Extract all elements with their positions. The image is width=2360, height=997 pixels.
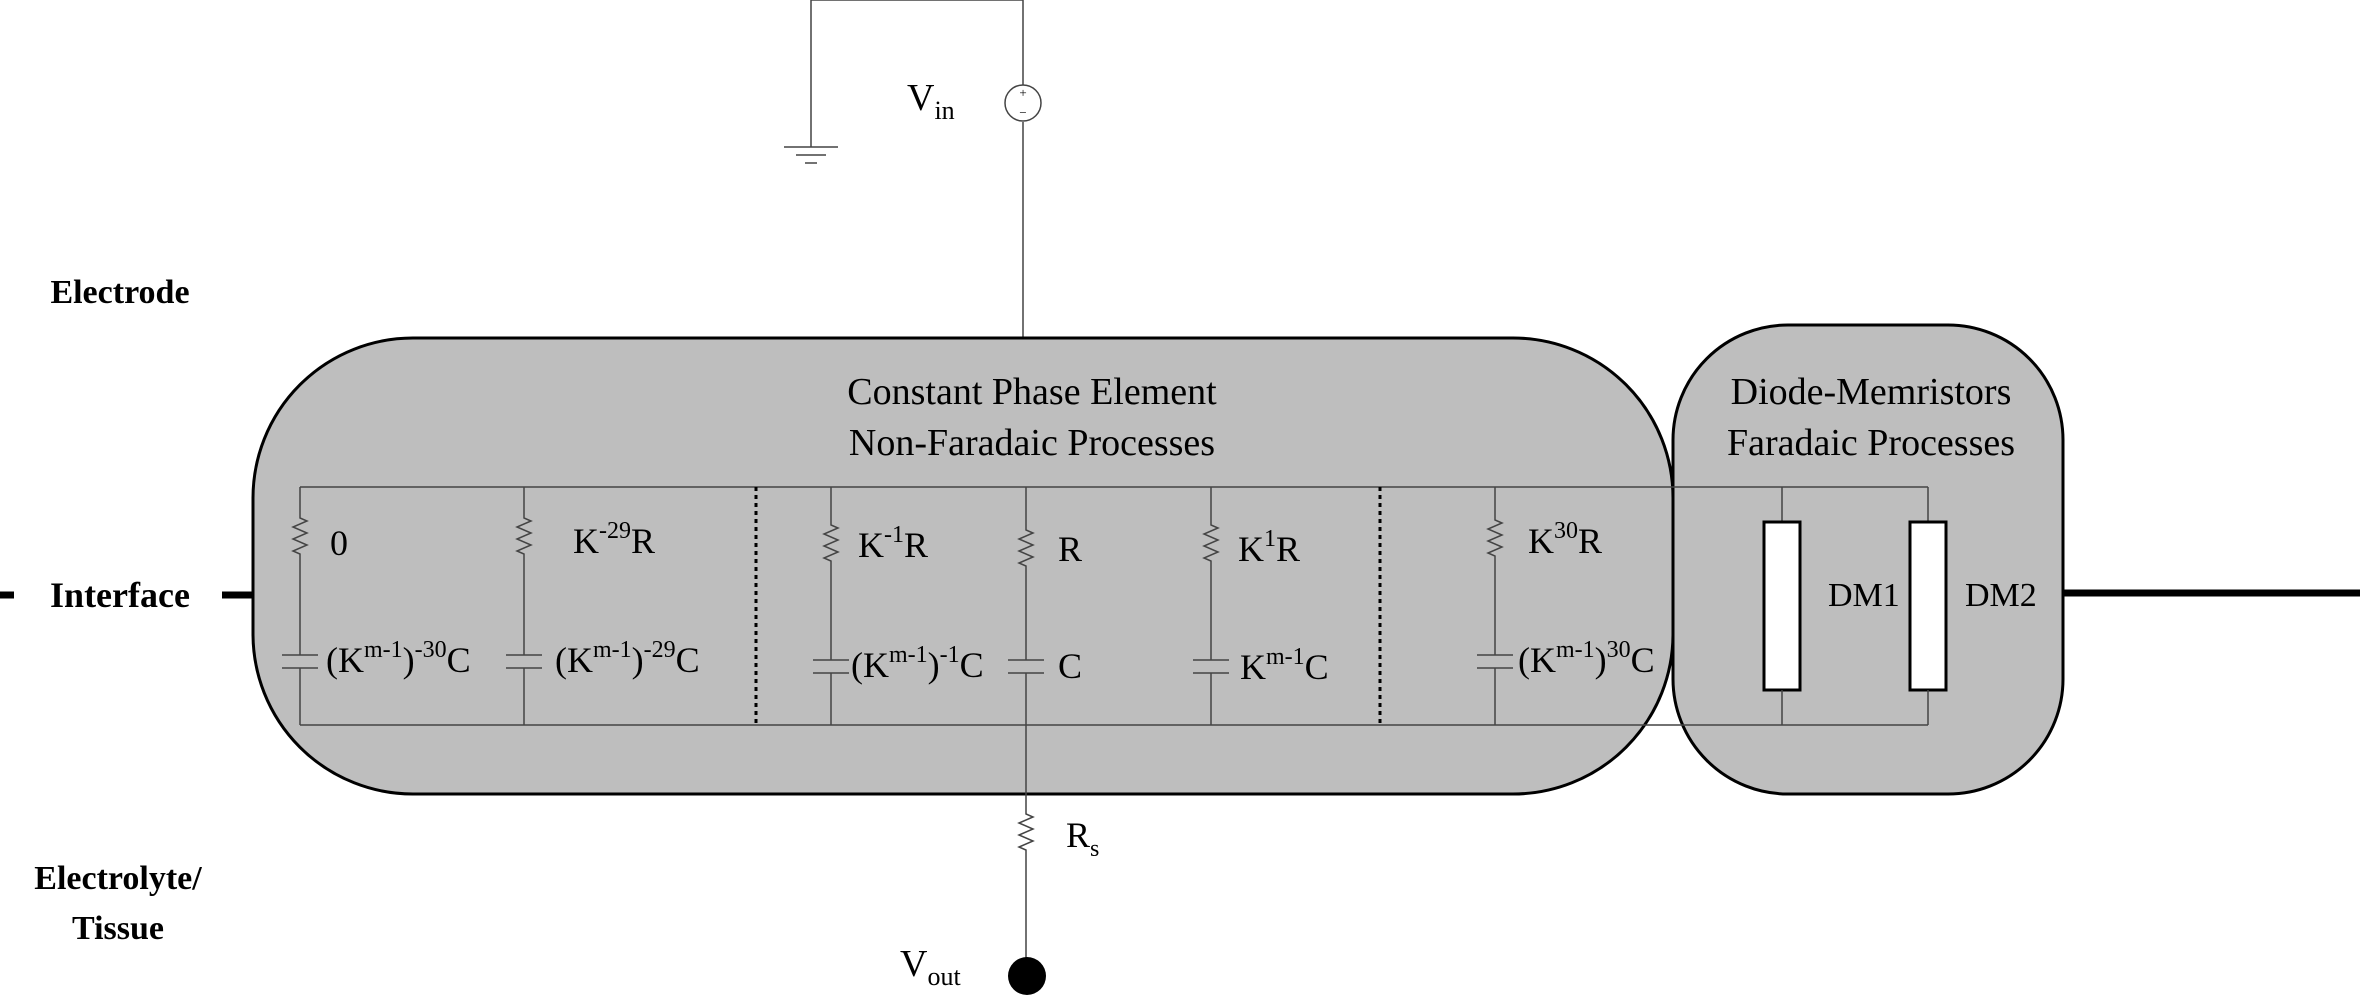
electrolyte-label-line1: Electrolyte/	[34, 860, 202, 897]
branch-5-resistor-label: K30R	[1528, 518, 1602, 561]
branch-1: K-29R (Km-1)-29C	[506, 487, 700, 725]
branch-4-resistor	[1193, 487, 1229, 725]
branch-5: K30R (Km-1)30C	[1477, 487, 1655, 725]
cpe-title-line1: Constant Phase Element	[847, 371, 1217, 413]
series-resistor-rs	[1017, 725, 1035, 976]
source-plus-sign: +	[1019, 85, 1026, 100]
branch-5-resistor	[1477, 487, 1513, 725]
rs-label: Rs	[1066, 815, 1099, 862]
branch-2: K-1R (Km-1)-1C	[813, 487, 984, 725]
branch-5-capacitor-label: (Km-1)30C	[1518, 637, 1655, 680]
branch-2-capacitor-label: (Km-1)-1C	[851, 642, 984, 685]
branch-2-resistor	[813, 487, 849, 725]
vout-label: Vout	[900, 943, 961, 991]
branch-3-capacitor-label: C	[1058, 646, 1082, 686]
source-wire-top	[810, 0, 1024, 147]
branch-0-resistor	[282, 487, 318, 725]
dm2-label: DM2	[1965, 577, 2037, 614]
output-terminal[interactable]	[1008, 957, 1046, 995]
branch-4-capacitor-label: Km-1C	[1240, 644, 1329, 687]
branch-0-capacitor-label: (Km-1)-30C	[326, 637, 471, 680]
branch-0-resistor-label: 0	[330, 523, 348, 563]
source-minus-sign: −	[1019, 105, 1026, 120]
branch-3-resistor	[1008, 487, 1044, 725]
dm-title-line2: Faradaic Processes	[1727, 422, 2015, 464]
interface-label: Interface	[50, 575, 190, 615]
dm1-element: DM1	[1762, 487, 1900, 725]
branch-4: K1R Km-1C	[1193, 487, 1329, 725]
rs-label-main: R	[1066, 815, 1090, 855]
branch-4-resistor-label: K1R	[1238, 526, 1300, 569]
branch-0: 0 (Km-1)-30C	[282, 487, 471, 725]
voltage-source-icon: + −	[1004, 84, 1042, 122]
dm-title-line1: Diode-Memristors	[1731, 371, 2012, 413]
ground-icon	[784, 146, 838, 164]
branch-1-capacitor-label: (Km-1)-29C	[555, 637, 700, 680]
vin-label: Vin	[907, 77, 955, 125]
branch-3: R C	[1008, 487, 1082, 725]
electrolyte-label-line2: Tissue	[72, 910, 164, 947]
vout-label-main: V	[900, 943, 928, 985]
branch-1-resistor	[506, 487, 542, 725]
vin-label-sub: in	[934, 96, 954, 125]
cpe-title-line2: Non-Faradaic Processes	[849, 422, 1215, 464]
vout-label-sub: out	[927, 962, 961, 991]
vin-label-main: V	[907, 77, 935, 119]
dm2-element: DM2	[1908, 487, 2037, 725]
branch-3-resistor-label: R	[1058, 529, 1082, 569]
rs-label-sub: s	[1090, 836, 1099, 862]
dm1-label: DM1	[1828, 577, 1900, 614]
branch-2-resistor-label: K-1R	[858, 522, 928, 565]
electrode-label: Electrode	[50, 274, 189, 311]
branch-1-resistor-label: K-29R	[573, 518, 655, 561]
